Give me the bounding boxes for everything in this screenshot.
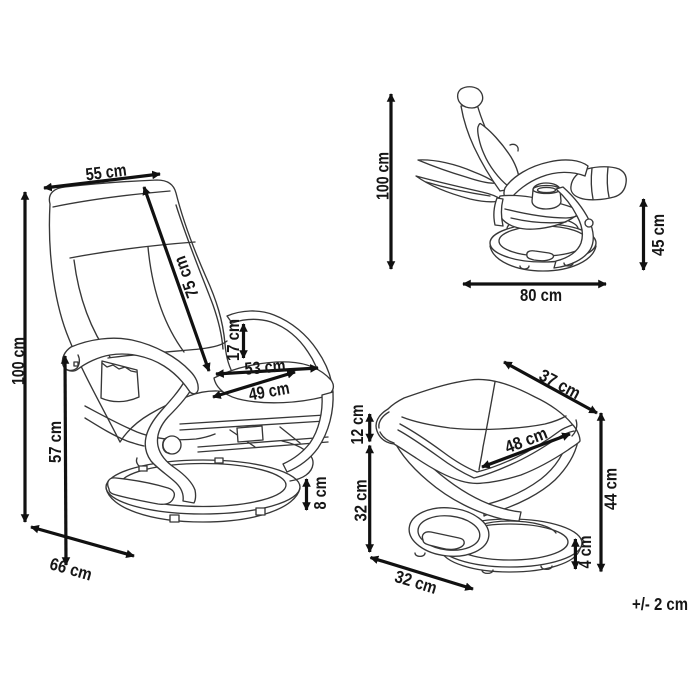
svg-text:100 cm: 100 cm bbox=[8, 337, 28, 385]
svg-text:53 cm: 53 cm bbox=[244, 355, 287, 378]
svg-text:100 cm: 100 cm bbox=[373, 152, 393, 200]
svg-text:57 cm: 57 cm bbox=[45, 421, 65, 463]
svg-text:32 cm: 32 cm bbox=[351, 480, 371, 522]
svg-text:8 cm: 8 cm bbox=[310, 477, 330, 510]
svg-text:44 cm: 44 cm bbox=[601, 468, 621, 510]
svg-text:66 cm: 66 cm bbox=[48, 553, 95, 584]
svg-text:37 cm: 37 cm bbox=[536, 365, 584, 403]
svg-text:+/- 2 cm: +/- 2 cm bbox=[632, 594, 688, 614]
svg-text:12 cm: 12 cm bbox=[347, 405, 367, 445]
svg-text:55 cm: 55 cm bbox=[84, 160, 127, 185]
svg-text:4 cm: 4 cm bbox=[575, 536, 595, 569]
svg-text:45 cm: 45 cm bbox=[648, 214, 668, 256]
svg-text:17 cm: 17 cm bbox=[223, 319, 243, 361]
svg-text:32 cm: 32 cm bbox=[393, 566, 440, 598]
svg-text:80 cm: 80 cm bbox=[520, 285, 562, 305]
